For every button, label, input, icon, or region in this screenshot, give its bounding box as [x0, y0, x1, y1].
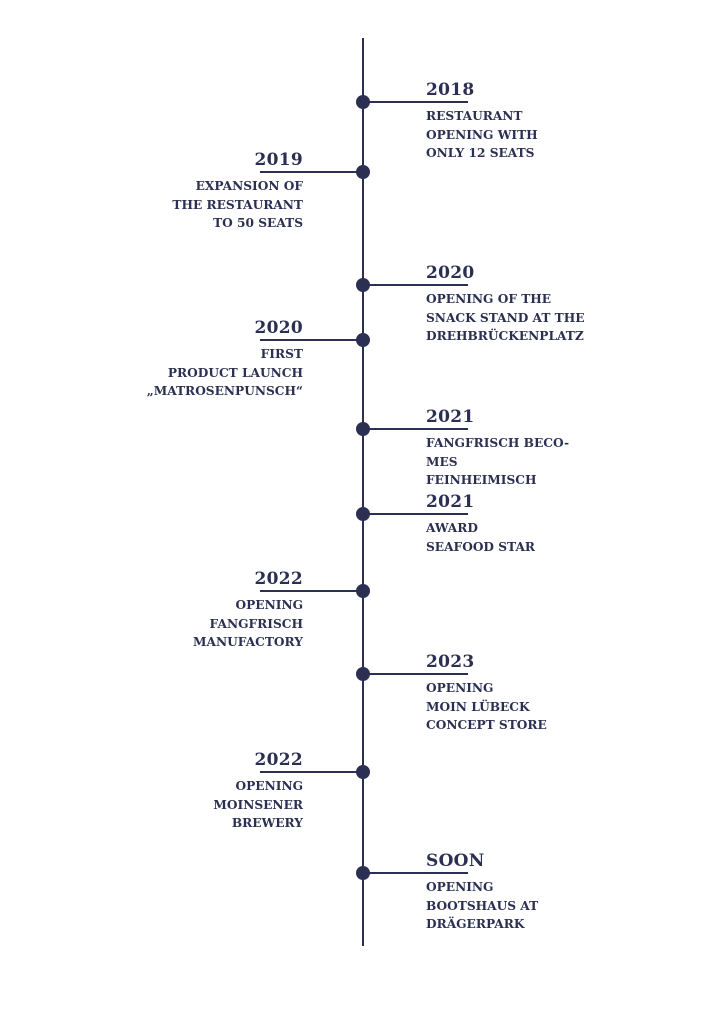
- event-year: 2022: [254, 750, 303, 770]
- event-description-line: FANGFRISCH BECO-: [426, 436, 570, 450]
- event-description-line: OPENING OF THE: [426, 292, 552, 306]
- timeline-axis: [362, 38, 364, 946]
- event-description-line: OPENING: [426, 681, 494, 695]
- event-description-line: MOINSENER: [213, 797, 303, 812]
- event-description-line: FANGFRISCH: [209, 616, 303, 631]
- event-description-line: SNACK STAND AT THE: [426, 310, 585, 325]
- event-description-line: „MATROSENPUNSCH“: [146, 384, 303, 398]
- event-description-line: EXPANSION OF: [195, 179, 303, 193]
- timeline-connector: [260, 771, 363, 773]
- timeline-connector: [363, 673, 468, 675]
- event-description: OPENING OF THE SNACK STAND AT THE DREHBRÜC…: [426, 290, 606, 346]
- event-year: SOON: [426, 851, 485, 871]
- event-description: OPENING MOINSENER BREWERY: [100, 777, 303, 833]
- event-description-line: OPENING: [235, 779, 303, 793]
- event-year: 2020: [254, 318, 303, 338]
- timeline-connector: [260, 339, 363, 341]
- event-description: FIRST PRODUCT LAUNCH „MATROSENPUNSCH“: [100, 345, 303, 401]
- timeline-dot: [356, 333, 370, 347]
- event-description-line: AWARD: [426, 521, 478, 535]
- timeline-event: SOON OPENING BOOTSHAUS AT DRÄGERPARK: [426, 850, 606, 934]
- event-description-line: FEINHEIMISCH: [426, 473, 537, 487]
- timeline-dot: [356, 584, 370, 598]
- event-description: OPENING MOIN LÜBECK CONCEPT STORE: [426, 679, 606, 735]
- timeline-dot: [356, 765, 370, 779]
- event-description-line: MOIN LÜBECK: [426, 699, 530, 714]
- timeline-connector: [363, 428, 468, 430]
- event-description-line: RESTAURANT: [426, 109, 523, 123]
- event-year: 2019: [254, 150, 303, 170]
- timeline-connector: [363, 872, 468, 874]
- event-description-line: OPENING: [426, 880, 494, 894]
- event-description: RESTAURANT OPENING WITH ONLY 12 SEATS: [426, 107, 606, 163]
- event-description: AWARD SEAFOOD STAR: [426, 519, 606, 556]
- event-description-line: OPENING WITH: [426, 127, 538, 142]
- event-year: 2020: [426, 263, 475, 283]
- event-year: 2018: [426, 80, 475, 100]
- event-description-line: FIRST: [260, 347, 303, 361]
- event-description-line: CONCEPT STORE: [426, 718, 547, 732]
- event-description: OPENING FANGFRISCH MANUFACTORY: [100, 596, 303, 652]
- timeline-connector: [363, 101, 468, 103]
- timeline-connector: [363, 284, 468, 286]
- timeline-connector: [260, 590, 363, 592]
- timeline-connector: [260, 171, 363, 173]
- timeline-connector: [363, 513, 468, 515]
- event-year: 2021: [426, 407, 475, 427]
- event-description: FANGFRISCH BECO- MES FEINHEIMISCH: [426, 434, 606, 490]
- event-description-line: BREWERY: [231, 816, 303, 830]
- event-description-line: BOOTSHAUS AT: [426, 898, 539, 913]
- event-description-line: DRÄGERPARK: [426, 917, 525, 931]
- event-description-line: THE RESTAURANT: [172, 197, 303, 212]
- event-description-line: ONLY 12 SEATS: [426, 146, 535, 160]
- event-description-line: SEAFOOD STAR: [426, 539, 536, 554]
- event-description: EXPANSION OF THE RESTAURANT TO 50 SEATS: [100, 177, 303, 233]
- event-description: OPENING BOOTSHAUS AT DRÄGERPARK: [426, 878, 606, 934]
- event-description-line: MANUFACTORY: [193, 635, 303, 649]
- event-description-line: TO 50 SEATS: [213, 216, 303, 230]
- timeline-dot: [356, 165, 370, 179]
- event-description-line: MES: [426, 454, 458, 469]
- event-year: 2022: [254, 569, 303, 589]
- event-description-line: OPENING: [235, 598, 303, 612]
- event-year: 2023: [426, 652, 475, 672]
- event-description-line: DREHBRÜCKENPLATZ: [426, 329, 584, 343]
- event-description-line: PRODUCT LAUNCH: [167, 365, 303, 380]
- event-year: 2021: [426, 492, 475, 512]
